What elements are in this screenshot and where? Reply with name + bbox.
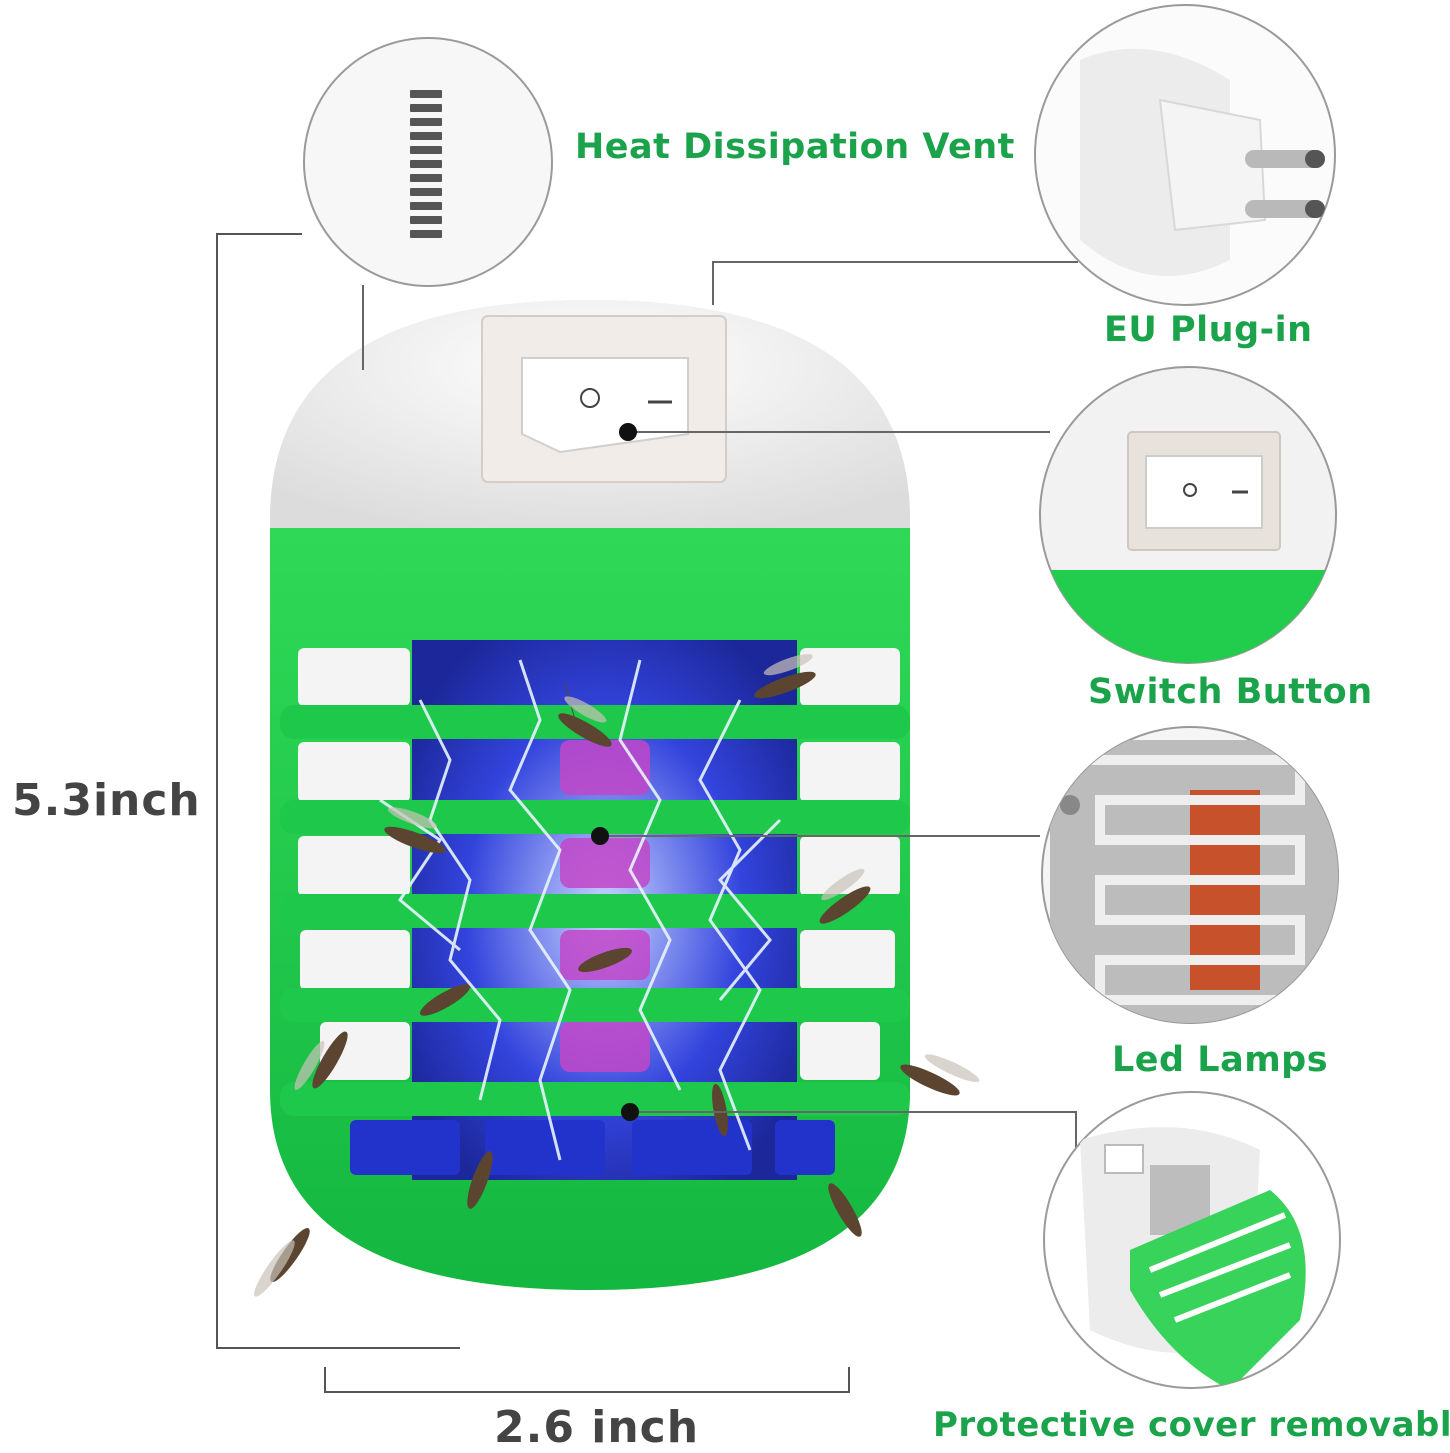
- led-lamp-detail-circle: [1041, 726, 1339, 1024]
- width-dimension-label: 2.6 inch: [494, 1402, 700, 1453]
- rocker-switch: [481, 315, 727, 483]
- eu-plug-detail-circle: [1034, 4, 1336, 306]
- width-dimension-line: [324, 1367, 850, 1393]
- grill-openings: [298, 648, 900, 1080]
- heat-vent-label: Heat Dissipation Vent: [575, 127, 1015, 167]
- mosquitoes: [254, 654, 980, 1297]
- protective-cover-label: Protective cover removable: [933, 1405, 1450, 1445]
- callout-lines: [362, 261, 1078, 1152]
- heat-vent-detail-circle: [303, 37, 553, 287]
- bug-zapper-device: [270, 300, 910, 1290]
- switch-button-label: Switch Button: [1088, 672, 1373, 712]
- height-dimension-line: [216, 233, 460, 1349]
- height-dimension-label: 5.3inch: [12, 775, 201, 826]
- switch-detail-circle: [1039, 366, 1337, 664]
- lightning-effect: [379, 659, 782, 1161]
- eu-plug-label: EU Plug-in: [1104, 310, 1313, 350]
- led-lamps-label: Led Lamps: [1112, 1040, 1329, 1080]
- callout-dots: [591, 423, 639, 1121]
- protective-cover-detail-circle: [1043, 1091, 1341, 1389]
